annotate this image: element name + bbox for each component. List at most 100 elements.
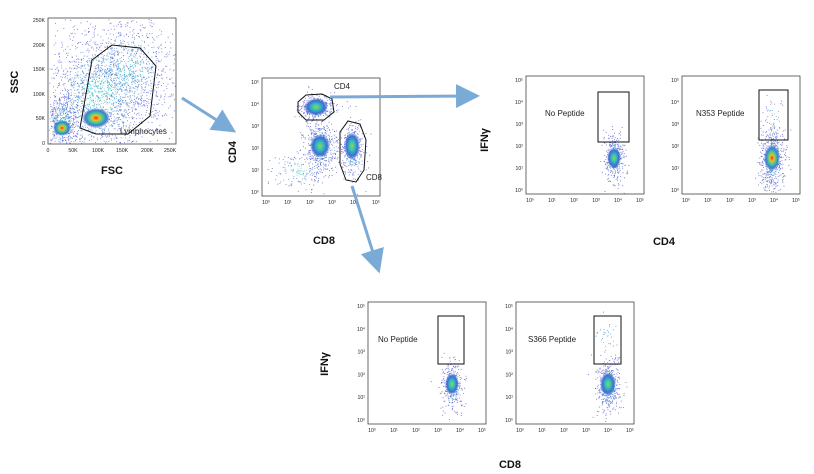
event-dot [122,83,124,85]
event-dot [108,82,110,83]
event-dot [59,141,61,143]
event-dot [757,137,759,139]
event-dot [608,148,610,150]
event-dot [325,160,327,162]
event-dot [763,167,764,168]
event-dot [612,171,614,173]
event-dot [114,47,115,49]
event-dot [771,179,773,181]
event-dot [106,78,108,80]
event-dot [84,104,86,106]
event-dot [150,20,152,21]
event-dot [173,63,175,65]
event-dot [126,82,128,84]
event-dot [329,104,331,106]
event-dot [138,36,140,37]
event-dot [319,171,321,173]
event-dot [301,134,302,136]
event-dot [153,84,155,86]
event-dot [112,92,114,94]
event-dot [104,65,106,67]
event-dot [297,180,299,182]
event-dot [310,129,312,131]
event-dot [604,155,606,156]
event-dot [53,73,55,75]
event-dot [614,139,615,141]
event-dot [61,110,63,111]
event-dot [777,147,779,149]
event-dot [134,121,136,123]
event-dot [315,133,316,134]
event-dot [117,54,119,56]
event-dot [324,129,326,130]
event-dot [361,164,363,165]
event-dot [320,157,322,159]
event-dot [291,165,292,166]
event-dot [110,39,112,40]
event-dot [90,95,92,97]
event-dot [322,166,324,168]
event-dot [143,91,145,93]
event-dot [95,97,96,99]
event-dot [622,185,624,187]
event-dot [773,174,775,176]
event-dot [55,119,57,121]
event-dot [351,129,353,130]
event-dot [94,29,95,31]
event-dot [308,96,310,97]
event-dot [67,97,69,99]
event-dot [145,99,146,101]
event-dot [143,101,145,103]
event-dot [340,137,342,139]
event-dot [118,68,120,70]
event-dot [342,159,344,161]
event-dot [50,106,52,108]
event-dot [354,159,356,161]
event-dot [617,143,619,145]
event-dot [68,140,70,141]
event-dot [114,73,116,75]
event-dot [158,35,160,37]
event-dot [94,27,96,29]
event-dot [98,78,100,79]
event-dot [346,158,348,159]
event-dot [63,50,65,52]
event-dot [278,172,280,174]
event-dot [60,108,62,110]
event-dot [333,147,335,149]
event-dot [113,110,115,112]
event-dot [765,145,767,147]
event-dot [59,113,61,115]
event-dot [99,88,101,90]
event-dot [164,65,166,67]
event-dot [110,22,112,24]
event-dot [108,102,110,104]
event-dot [359,138,361,140]
event-dot [124,142,125,143]
event-dot [774,178,776,180]
event-dot [116,59,118,60]
event-dot [323,169,324,171]
event-dot [148,19,150,20]
event-dot [125,116,127,118]
event-dot [121,101,123,103]
event-dot [118,102,120,104]
event-dot [100,138,101,140]
event-dot [88,68,90,70]
event-dot [109,82,111,84]
event-dot [321,182,323,184]
event-dot [104,81,106,83]
event-dot [139,103,141,105]
event-dot [306,125,308,127]
event-dot [61,104,63,106]
event-dot [127,75,128,77]
event-dot [335,154,336,156]
event-dot [62,76,63,78]
event-dot [114,54,116,56]
event-dot [139,25,141,26]
event-dot [125,82,127,84]
event-dot [142,35,144,36]
event-dot [159,81,160,83]
event-dot [138,93,140,95]
event-dot [329,112,331,113]
